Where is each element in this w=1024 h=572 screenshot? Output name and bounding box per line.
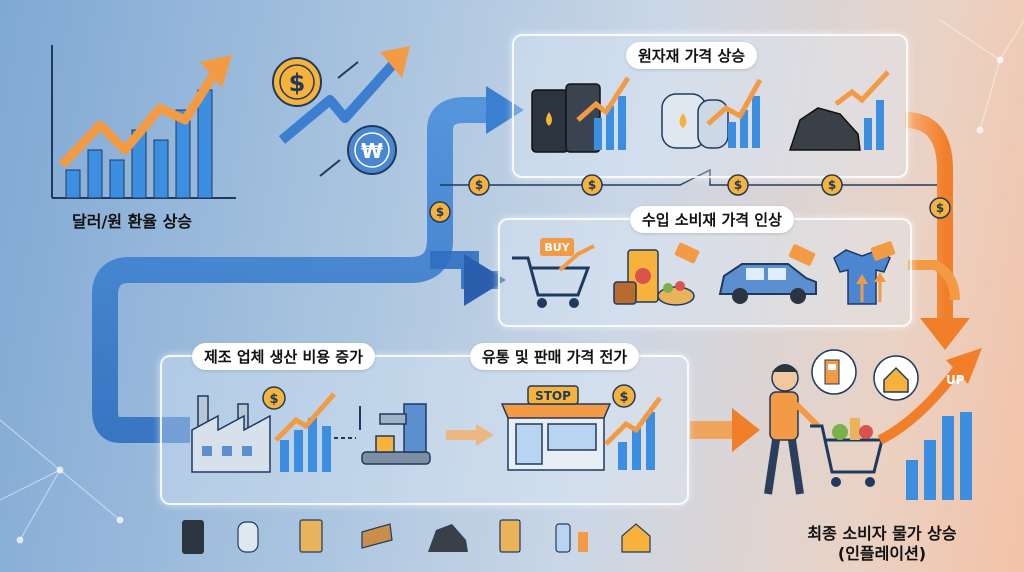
raw-materials-label: 원자재 가격 상승 (626, 42, 758, 69)
orange-arrowhead-3 (732, 408, 760, 452)
distribution-chart (604, 396, 662, 470)
factory-icon: $ (191, 386, 286, 473)
final-chart: UP (877, 348, 982, 500)
flow-arrowhead-raw (486, 86, 524, 134)
food-bag-icon (299, 519, 323, 553)
final-label-line1: 최종 소비자 물가 상승 (807, 524, 957, 543)
shirt-icon (833, 241, 896, 305)
svg-text:$: $ (619, 390, 628, 405)
final-label-line2: (인플레이션) (837, 544, 927, 563)
svg-text:$: $ (588, 178, 596, 192)
distribution-label: 유통 및 판매 가격 전가 (470, 343, 640, 370)
import-goods-label: 수입 소비재 가격 인상 (630, 206, 794, 233)
svg-text:$: $ (269, 392, 278, 407)
import-goods-panel (498, 218, 912, 327)
gas-tank-icon (661, 93, 729, 149)
dollar-coin-icon: $ (272, 57, 322, 107)
network-decoration (0, 19, 1024, 544)
coal-icon (788, 107, 861, 151)
won-coin-icon: ₩ (347, 125, 397, 175)
svg-text:$: $ (734, 178, 742, 192)
svg-text:$: $ (936, 201, 944, 215)
consumer-cart-icon (810, 418, 884, 487)
raw-chart-1 (576, 76, 631, 150)
svg-text:BUY: BUY (544, 241, 570, 254)
bottle-icon (555, 523, 571, 553)
store-icon: STOP $ (500, 384, 636, 471)
shopping-cart-icon: BUY (512, 238, 595, 308)
svg-text:$: $ (289, 69, 306, 97)
bottom-icon-row (182, 519, 651, 554)
exchange-rate-chart-icon (51, 45, 236, 199)
svg-text:$: $ (828, 178, 836, 192)
gold-bar-icon (361, 523, 393, 549)
fuel-pump-icon (578, 532, 588, 552)
machine-icon (359, 403, 431, 465)
svg-text:UP: UP (946, 373, 965, 387)
raw-chart-2 (706, 78, 763, 148)
raw-chart-3 (834, 70, 890, 150)
manufacturing-label: 제조 업체 생산 비용 증가 (192, 343, 375, 370)
svg-text:$: $ (436, 205, 444, 219)
gas-tank-icon (237, 521, 259, 553)
manufacturing-chart (274, 392, 336, 472)
orange-arrowhead-1 (920, 318, 970, 350)
exchange-arrows-icon (278, 46, 410, 177)
orange-flow-1 (904, 112, 953, 320)
food-icon (613, 242, 700, 306)
exchange-rate-label: 달러/원 환율 상승 (72, 212, 193, 231)
oil-barrel-icon (531, 83, 601, 153)
orange-flow-2 (908, 260, 960, 301)
orange-arrowhead-mid (476, 424, 494, 446)
grain-bag-icon (499, 519, 521, 553)
house-icon (621, 523, 651, 553)
dollar-coin-row (429, 174, 951, 223)
gas-station-icon (811, 349, 857, 395)
car-icon (718, 244, 817, 304)
svg-text:₩: ₩ (361, 139, 383, 163)
flow-arrow-main (92, 97, 490, 443)
svg-text:$: $ (475, 178, 483, 192)
coal-icon (428, 524, 468, 552)
svg-text:STOP: STOP (535, 389, 571, 403)
flow-arrowhead-import (464, 254, 506, 306)
oil-barrel-icon (182, 520, 204, 554)
house-icon (873, 355, 919, 401)
consumer-icon (764, 364, 821, 495)
